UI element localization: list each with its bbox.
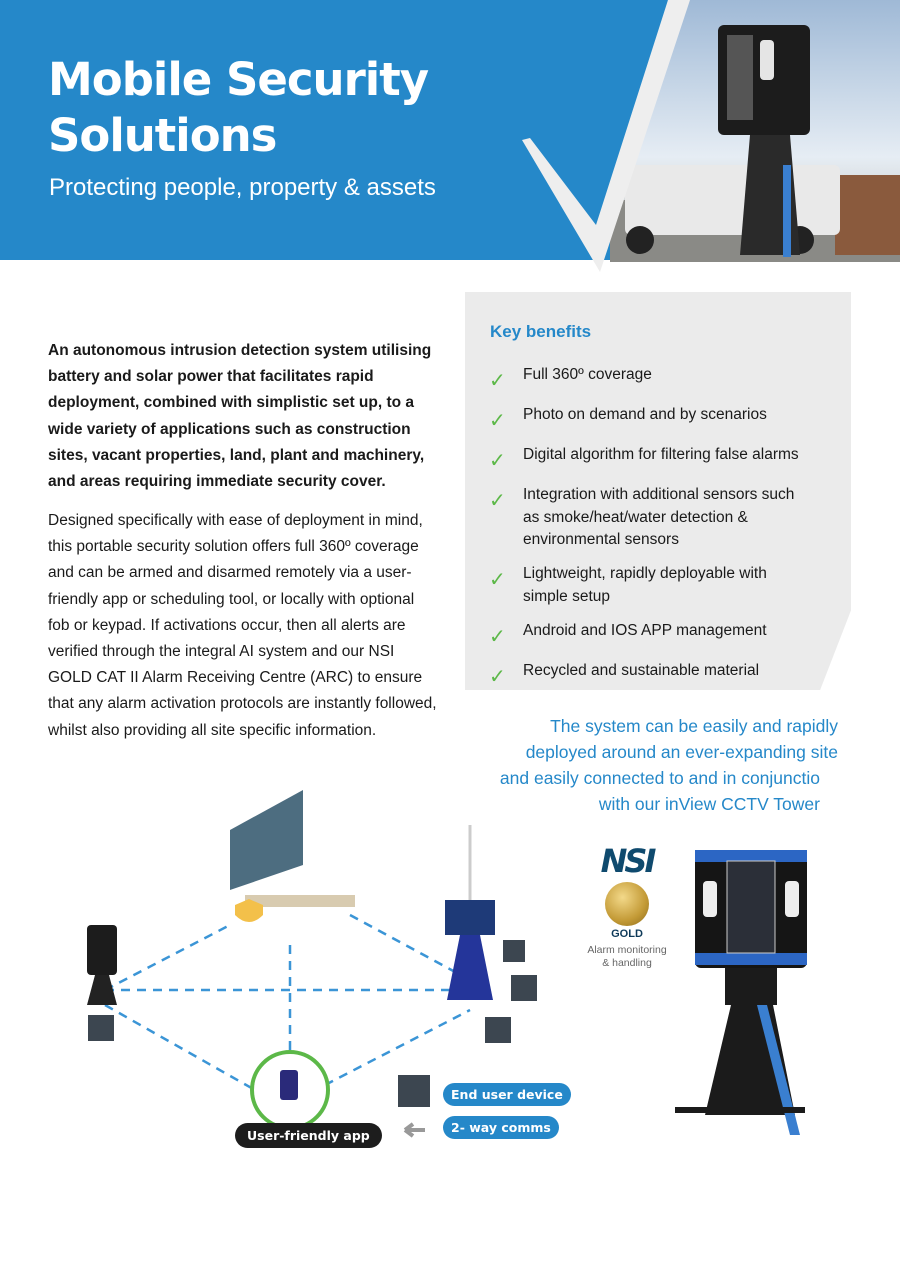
page-subtitle: Protecting people, property & assets [49,174,436,201]
nsi-gold-badge: NSI GOLD Alarm monitoring& handling [584,842,670,970]
benefit-item: ✓ Photo on demand and by scenarios [489,404,839,433]
benefit-text: Android and IOS APP management [523,621,767,639]
check-icon: ✓ [489,665,506,688]
title-line: Mobile Security [48,53,429,106]
check-icon: ✓ [489,450,506,472]
benefit-text: Recycled and sustainable material [523,661,760,679]
benefit-item: ✓ Digital algorithm for filtering false a… [489,444,839,473]
check-icon: ✓ [489,490,506,512]
system-diagram [87,790,537,1138]
caption-line: & handling [602,957,652,969]
check-icon: ✓ [489,625,506,648]
benefit-item: ✓ Recycled and sustainable material [489,660,839,689]
header-graphic [0,0,900,272]
caption-line: Alarm monitoring [587,944,667,956]
intro-paragraph: An autonomous intrusion detection system… [48,342,432,491]
body-paragraph: Designed specifically with ease of deplo… [48,512,437,739]
check-icon: ✓ [489,569,506,591]
quote-line: The system can be easily and rapidly [550,716,838,736]
benefit-text: Lightweight, rapidly deployable with sim… [523,565,767,605]
check-icon: ✓ [489,410,506,432]
pull-quote: The system can be easily and rapidly dep… [462,713,838,817]
benefit-text: Digital algorithm for filtering false al… [523,446,799,463]
nsi-logo: NSI [600,842,657,880]
benefit-text: Full 360º coverage [523,366,652,383]
nsi-caption: Alarm monitoring& handling [584,944,670,970]
quote-line: and easily connected to and in conjuncti… [499,768,820,788]
benefit-text: Integration with additional sensors such… [523,486,795,548]
check-icon: ✓ [489,370,506,392]
security-unit-image [675,850,807,1135]
benefit-item: ✓ Lightweight, rapidly deployable with si… [489,563,839,608]
legend-two-way-comms: 2- way comms [443,1116,559,1139]
benefit-item: ✓ Android and IOS APP management [489,620,839,649]
benefits-list: ✓ Full 360º coverage ✓ Photo on demand and… [489,364,839,690]
benefit-item: ✓ Integration with additional sensors suc… [489,484,839,552]
key-benefits-title: Key benefits [490,322,592,341]
benefit-text: Photo on demand and by scenarios [523,406,767,423]
quote-line: deployed around an ever-expanding site [525,742,838,762]
benefit-item: ✓ Full 360º coverage [489,364,839,393]
legend-end-user-device: End user device [443,1083,571,1106]
user-friendly-app-label: User-friendly app [235,1123,382,1148]
quote-line: with our inView CCTV Tower [598,794,820,814]
key-benefits-panel: Key benefits ✓ Full 360º coverage ✓ Photo … [465,292,851,690]
title-line: Solutions [48,109,277,162]
gold-label: GOLD [611,928,643,940]
gold-medal-icon [605,882,649,926]
